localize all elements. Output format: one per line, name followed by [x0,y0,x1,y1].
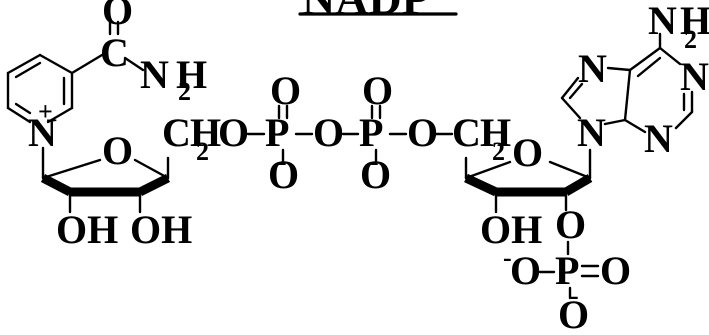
p1-bottom-o: O [268,152,299,197]
p2-top-o: O [362,68,393,113]
p1: P [265,110,289,155]
adenine-nh2-n: N [648,0,677,43]
adenine-n9: N [577,110,606,155]
bond [560,96,582,120]
bond-wedge [137,173,171,197]
ribose-1-o: O [102,128,133,173]
bond [38,53,74,75]
bond [560,76,580,100]
ribose-2-ring [464,160,593,197]
bridge-o-2: O [313,110,344,155]
bond-wedge [464,173,498,197]
phos-left-charge: - [503,243,512,272]
amide-c: C [100,30,129,75]
ch2-left-sub: 2 [196,137,209,166]
adenine-n1: N [680,54,709,99]
p3: P [555,248,579,293]
ch2-left-c: C [162,110,191,155]
p3-bottom-o: O [558,292,589,330]
bond-double [568,82,584,100]
ch2-right-h: H [480,110,511,155]
amide-n: N [140,52,169,97]
phos-left-o: O [510,248,541,293]
bond [133,158,170,180]
bond [623,118,647,134]
bond-wedge [563,174,593,196]
ribose-2-oh: OH [480,207,542,252]
p3-right-o: O [600,248,631,293]
ch2-right-sub: 2 [492,137,505,166]
bond [606,66,632,72]
bridge-o-3: O [407,110,438,155]
bond [548,160,592,180]
ch2-left-h: H [190,110,221,155]
p1-top-o: O [270,68,301,113]
title: NADP [302,0,430,24]
bond [658,46,682,66]
pyridinium-charge: + [38,97,53,126]
ribose-2-o-phosphate: O [555,202,586,247]
bond-double [14,61,42,79]
bond-wedge [40,174,73,196]
bond [674,110,694,130]
amide-o: O [102,0,133,33]
bond [46,106,74,124]
bond [623,68,632,122]
ch2-right-c: C [452,110,481,155]
bond [70,53,104,75]
bond [6,106,32,124]
p2-bottom-charge: - [370,147,379,176]
bond [628,46,662,72]
ribose-2-o: O [512,130,543,175]
adenine-rings [560,46,694,134]
bond [603,118,627,126]
p1-bottom-charge: - [278,147,287,176]
adenine-nh2-h: H [680,0,709,43]
amide-h: H [176,52,207,97]
bridge-o-1: O [218,110,249,155]
p3-bottom-charge: - [570,281,579,310]
p2-bottom-o: O [360,152,391,197]
pyridinium-ring [6,53,74,124]
bond-double [14,102,32,115]
bond [6,53,42,75]
adenine-nh2-sub: 2 [684,25,697,54]
bond-double [636,56,662,78]
ribose-1-ring [40,158,171,197]
adenine-n3: N [644,116,673,161]
ribose-1-oh-right: OH [130,207,192,252]
bond [464,160,512,180]
bond [123,56,145,72]
ribose-1-oh-left: OH [56,207,118,252]
bond [41,158,102,180]
amide-sub: 2 [178,77,191,106]
